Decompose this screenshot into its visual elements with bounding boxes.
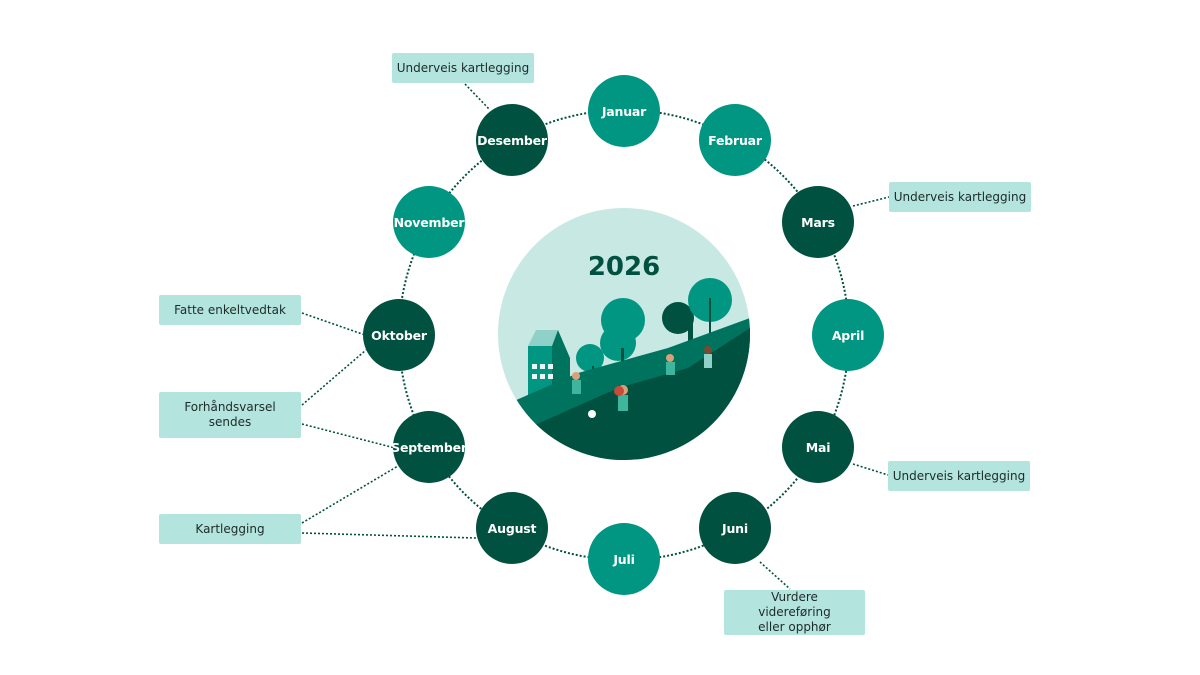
activity-label: Forhåndsvarsel sendes: [159, 392, 301, 438]
activity-label: Underveis kartlegging: [392, 53, 534, 83]
month-juni: Juni: [699, 492, 771, 564]
year-title: 2026: [587, 252, 661, 282]
month-januar: Januar: [588, 75, 660, 147]
month-februar: Februar: [699, 104, 771, 176]
activity-label: Underveis kartlegging: [888, 461, 1030, 491]
month-september: September: [391, 411, 467, 483]
month-mars: Mars: [782, 186, 854, 258]
month-mai: Mai: [782, 411, 854, 483]
month-desember: Desember: [476, 104, 548, 176]
center-illustration: 2026: [498, 208, 750, 460]
activity-label: Vurdere videreføring eller opphør: [724, 590, 865, 635]
month-november: November: [393, 186, 465, 258]
month-april: April: [812, 299, 884, 371]
month-juli: Juli: [588, 523, 660, 595]
month-oktober: Oktober: [363, 299, 435, 371]
label-connectors: [301, 83, 890, 590]
activity-label: Underveis kartlegging: [889, 182, 1031, 212]
month-august: August: [476, 492, 548, 564]
park-illustration: [498, 278, 750, 460]
activity-label: Kartlegging: [159, 514, 301, 544]
activity-label: Fatte enkeltvedtak: [159, 295, 301, 325]
